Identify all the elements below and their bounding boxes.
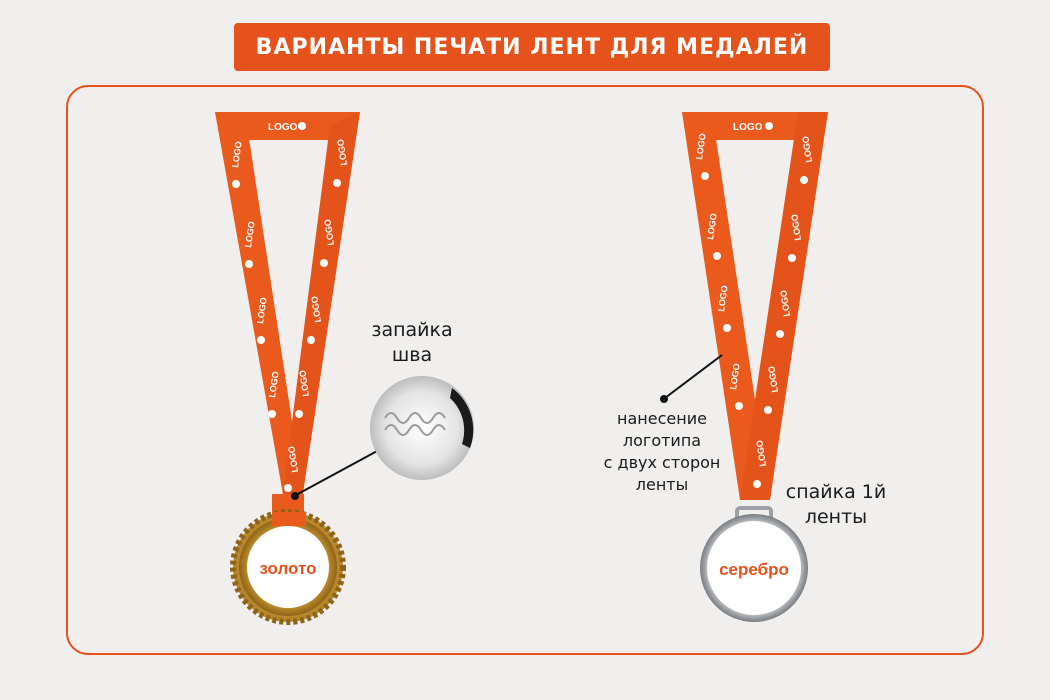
ribbon-logo-text: LOGO	[705, 213, 719, 241]
ribbon-logo-text: LOGO	[230, 141, 244, 169]
ribbon-logo-text: LOGO	[766, 365, 780, 393]
ribbon-dot-icon	[735, 402, 743, 410]
callout-dot-icon	[660, 395, 668, 403]
ribbon-dot-icon	[701, 172, 709, 180]
ribbon-dot-icon	[257, 336, 265, 344]
seam-callout	[291, 376, 474, 500]
gold-medal-label: золото	[259, 559, 316, 578]
ribbon-logo-text: LOGO	[789, 213, 803, 241]
ribbon-dot-icon	[713, 252, 721, 260]
ribbon-dot-icon	[764, 406, 772, 414]
ribbon-dot-icon	[753, 480, 761, 488]
right-lanyard: LOGO LOGO LOGO LOGO LOGO LOGO LOGO LOGO …	[682, 112, 828, 500]
right-ribbon-top	[682, 112, 828, 140]
ribbon-dot-icon	[268, 410, 276, 418]
ribbon-dot-icon	[788, 254, 796, 262]
ribbon-logo-text: LOGO	[733, 122, 763, 133]
ribbon-dot-icon	[765, 122, 773, 130]
ribbon-dot-icon	[284, 484, 292, 492]
ribbon-logo-text: LOGO	[335, 138, 349, 166]
right-ribbon-right-strap	[740, 112, 828, 500]
page-title: ВАРИАНТЫ ПЕЧАТИ ЛЕНТ ДЛЯ МЕДАЛЕЙ	[234, 23, 830, 71]
ribbon-dot-icon	[295, 410, 303, 418]
ribbon-dot-icon	[320, 259, 328, 267]
ribbon-logo-text: LOGO	[267, 371, 281, 399]
print-callout-label: нанесение логотипа с двух сторон ленты	[603, 409, 721, 494]
ribbon-logo-text: LOGO	[694, 133, 708, 161]
callout-dot-icon	[291, 492, 299, 500]
ribbon-logo-text: LOGO	[255, 297, 269, 325]
ribbon-dot-icon	[776, 330, 784, 338]
right-ribbon-left-strap	[682, 112, 770, 500]
print-callout	[660, 354, 723, 403]
ribbon-dot-icon	[298, 122, 306, 130]
ribbon-logo-text: LOGO	[728, 363, 742, 391]
ribbon-logo-text: LOGO	[716, 285, 730, 313]
ribbon-dot-icon	[232, 180, 240, 188]
left-ribbon-top	[215, 112, 360, 140]
ribbon-dot-icon	[307, 336, 315, 344]
ribbon-logo-text: LOGO	[297, 369, 311, 397]
ribbon-logo-text: LOGO	[268, 122, 298, 133]
ribbon-logo-text: LOGO	[243, 221, 257, 249]
ribbon-logo-text: LOGO	[754, 439, 768, 467]
left-ribbon-left-strap	[215, 112, 304, 500]
ribbon-logo-text: LOGO	[309, 295, 323, 323]
silver-medal-label: серебро	[719, 560, 789, 579]
gold-medal	[230, 509, 346, 625]
ribbon-dot-icon	[800, 176, 808, 184]
solder-callout-label: спайка 1й ленты	[785, 481, 887, 528]
seam-callout-label: запайка шва	[371, 319, 453, 366]
silver-medal	[700, 506, 808, 622]
ribbon-logo-text: LOGO	[800, 135, 814, 163]
ribbon-dot-icon	[723, 324, 731, 332]
ribbon-dot-icon	[333, 179, 341, 187]
seam-closeup	[370, 376, 474, 480]
ribbon-dot-icon	[245, 260, 253, 268]
left-ribbon-right-strap	[282, 112, 360, 500]
ribbon-logo-text: LOGO	[778, 289, 792, 317]
left-lanyard: LOGO LOGO LOGO LOGO LOGO LOGO LOGO LOGO …	[215, 112, 360, 522]
ribbon-logo-text: LOGO	[322, 218, 336, 246]
content-frame	[66, 85, 984, 655]
ribbon-logo-text: LOGO	[286, 445, 300, 473]
